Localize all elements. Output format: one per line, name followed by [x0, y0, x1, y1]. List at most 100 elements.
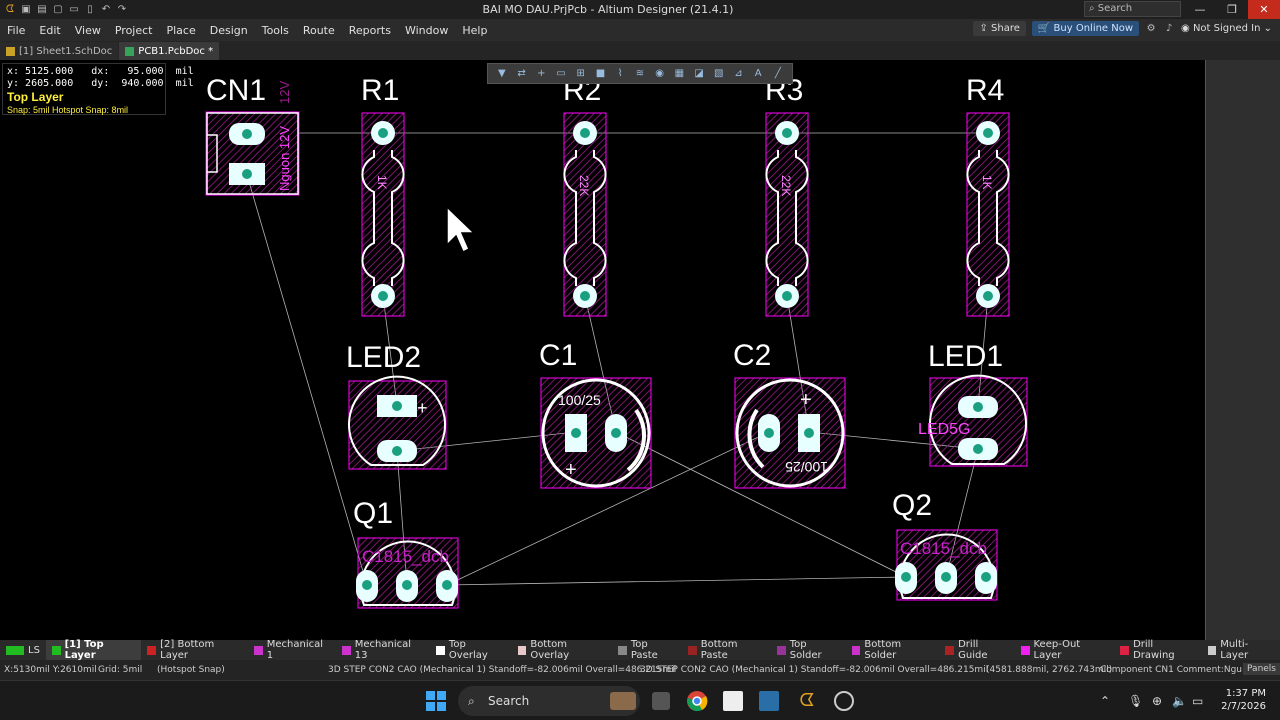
menu-file[interactable]: File — [7, 23, 26, 37]
taskbar-search-box[interactable]: ⌕Search — [458, 686, 640, 716]
altium-taskbar-icon[interactable]: ᗧ — [799, 690, 815, 711]
place-component-icon[interactable]: ■ — [595, 68, 606, 79]
pad-icon[interactable]: ▦ — [674, 68, 685, 79]
layer-label: Bottom Overlay — [530, 639, 570, 661]
via-icon[interactable]: ◉ — [655, 68, 664, 79]
open-folder-icon[interactable]: ▭ — [69, 3, 79, 15]
windows-start-icon[interactable] — [425, 690, 447, 712]
component-led1[interactable]: LED5G LED1 — [918, 340, 1028, 467]
component-led2[interactable]: + LED2 — [346, 341, 447, 470]
component-q2[interactable]: C1815_dcb Q2 — [892, 489, 998, 601]
layer-tab-bottom-solder[interactable]: Bottom Solder — [846, 639, 940, 661]
q1-value: C1815_dcb — [362, 547, 449, 566]
text-icon[interactable]: A — [754, 68, 762, 79]
mouse-cursor-icon — [446, 205, 476, 254]
layer-label: Drill Drawing — [1133, 639, 1175, 661]
led1-designator: LED1 — [928, 340, 1003, 373]
route-icon[interactable]: ⌇ — [617, 68, 623, 79]
chrome-icon[interactable] — [686, 690, 708, 712]
layer-label: Bottom Paste — [700, 639, 738, 661]
component-r2[interactable]: R2 22K — [563, 74, 607, 317]
new-icon[interactable]: ▢ — [53, 3, 63, 15]
dimension-icon[interactable]: ⊿ — [734, 68, 743, 79]
undo-icon[interactable]: ↶ — [101, 3, 111, 15]
taskbar-app3-icon[interactable] — [834, 691, 854, 711]
component-c1[interactable]: 100/25 + C1 — [539, 339, 652, 489]
polygon-icon[interactable]: ◪ — [694, 68, 704, 79]
line-icon[interactable]: ╱ — [774, 68, 781, 79]
notifications-bell-icon[interactable]: ♪ — [1165, 22, 1173, 34]
layer-tab-top-overlay[interactable]: Top Overlay — [430, 639, 511, 661]
align-icon[interactable]: ⊞ — [576, 68, 585, 79]
menu-edit[interactable]: Edit — [39, 23, 61, 37]
network-icon[interactable]: ⊕ — [1152, 694, 1163, 708]
layer-tab-bottom-overlay[interactable]: Bottom Overlay — [512, 639, 613, 661]
component-r4[interactable]: R4 1K — [966, 74, 1010, 317]
battery-icon[interactable]: ▭ — [1192, 694, 1204, 708]
menu-view[interactable]: View — [74, 23, 101, 37]
layer-tab-drill-drawing[interactable]: Drill Drawing — [1114, 639, 1201, 661]
component-r3[interactable]: R3 22K — [765, 74, 809, 317]
taskbar-widget-image[interactable] — [610, 692, 636, 710]
layer-swatch — [254, 645, 263, 655]
r3-value: 22K — [779, 175, 793, 196]
menu-design[interactable]: Design — [209, 23, 248, 37]
volume-icon[interactable]: 🔈 — [1172, 694, 1187, 708]
diff-pair-icon[interactable]: ≋ — [635, 68, 645, 79]
share-button[interactable]: ⇪ Share — [973, 21, 1026, 36]
c2-pad-2-hole — [804, 428, 814, 438]
task-view-icon[interactable] — [652, 692, 670, 710]
layer-tab-keep-out[interactable]: Keep-Out Layer — [1015, 639, 1115, 661]
menu-place[interactable]: Place — [166, 23, 196, 37]
layer-tab-bottom-paste[interactable]: Bottom Paste — [682, 639, 771, 661]
route-interactive-icon[interactable]: ⇄ — [517, 68, 526, 79]
component-q1[interactable]: C1815_dcb Q1 — [353, 497, 459, 609]
r2-pad-2-hole — [580, 291, 590, 301]
save-all-icon[interactable]: ▤ — [37, 3, 47, 15]
add-icon[interactable]: + — [537, 68, 546, 79]
panels-button[interactable]: Panels — [1243, 663, 1280, 675]
menu-route[interactable]: Route — [302, 23, 335, 37]
menu-window[interactable]: Window — [404, 23, 449, 37]
account-button[interactable]: ◉ Not Signed In ⌄ — [1181, 23, 1272, 34]
layer-tab-top-layer[interactable]: [1] Top Layer — [45, 639, 142, 661]
layer-set-button[interactable]: LS — [0, 640, 46, 660]
layer-tab-multi-layer[interactable]: Multi-Layer — [1202, 639, 1280, 661]
layer-tab-drill-guide[interactable]: Drill Guide — [939, 639, 1014, 661]
tray-chevron-icon[interactable]: ⌃ — [1100, 694, 1111, 708]
open-icon[interactable]: ▯ — [87, 3, 93, 15]
cn1-pad-2-hole — [242, 169, 252, 179]
tab-pcb1-pcbdoc[interactable]: PCB1.PcbDoc * — [119, 42, 220, 60]
taskbar-app2-icon[interactable] — [759, 691, 779, 711]
title-search-input[interactable]: ⌕ Search — [1084, 1, 1181, 17]
close-button[interactable]: ✕ — [1248, 0, 1280, 19]
redo-icon[interactable]: ↷ — [117, 3, 127, 15]
tab-sheet1-schdoc[interactable]: [1] Sheet1.SchDoc — [0, 42, 119, 60]
minimize-button[interactable]: — — [1194, 3, 1206, 16]
buy-online-button[interactable]: 🛒 Buy Online Now — [1031, 21, 1140, 36]
taskbar-clock[interactable]: 1:37 PM 2/7/2026 — [1221, 687, 1266, 713]
select-rect-icon[interactable]: ▭ — [556, 68, 566, 79]
filter-icon[interactable]: ▼ — [498, 68, 506, 79]
save-icon[interactable]: ▣ — [21, 3, 31, 15]
pcb-layout-drawing[interactable]: CN1 Nguon 12V 12V R1 1K — [0, 60, 1205, 640]
component-c2[interactable]: 100/25 + C2 — [733, 339, 846, 489]
microphone-icon[interactable]: 🎙 — [1128, 694, 1144, 708]
component-r1[interactable]: R1 1K — [361, 74, 405, 317]
layer-tab-top-paste[interactable]: Top Paste — [612, 639, 682, 661]
component-cn1[interactable]: CN1 Nguon 12V 12V — [205, 74, 300, 196]
layer-tab-mechanical-1[interactable]: Mechanical 1 — [248, 639, 336, 661]
keepout-icon[interactable]: ▧ — [714, 68, 724, 79]
layer-tab-bottom-layer[interactable]: [2] Bottom Layer — [141, 639, 248, 661]
layer-swatch — [147, 645, 157, 655]
maximize-button[interactable]: ❐ — [1227, 3, 1237, 16]
layer-tab-top-solder[interactable]: Top Solder — [771, 639, 846, 661]
pcb-editor-canvas[interactable]: CN1 Nguon 12V 12V R1 1K — [0, 60, 1205, 640]
layer-tab-mechanical-13[interactable]: Mechanical 13 — [336, 639, 430, 661]
settings-gear-icon[interactable]: ⚙ — [1146, 22, 1156, 34]
taskbar-app-icon[interactable] — [723, 691, 743, 711]
menu-project[interactable]: Project — [114, 23, 153, 37]
menu-tools[interactable]: Tools — [261, 23, 289, 37]
menu-help[interactable]: Help — [462, 23, 488, 37]
menu-reports[interactable]: Reports — [348, 23, 391, 37]
